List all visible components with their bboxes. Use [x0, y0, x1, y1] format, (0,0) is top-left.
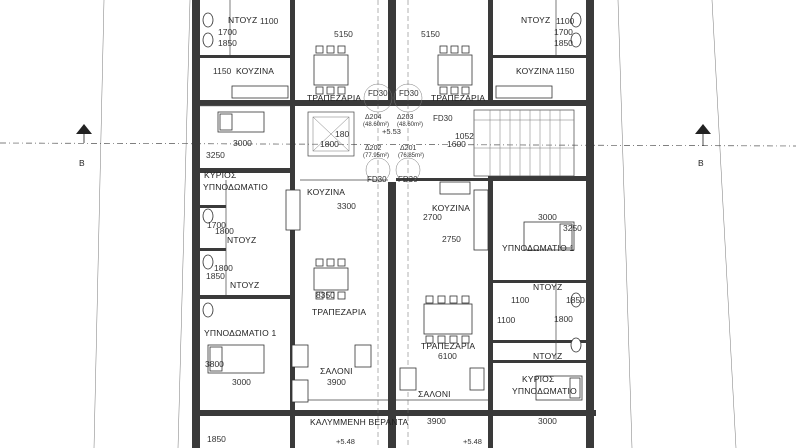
section-label-right: B	[698, 158, 704, 168]
dim-1052: 1052	[455, 131, 474, 141]
room-shower-top-left: ΝΤΟΥΖ	[228, 15, 257, 25]
room-dining-top-left: ΤΡΑΠΕΖΑΡΙΑ	[307, 93, 361, 103]
room-veranda: ΚΑΛΥΜΜΕΝΗ ΒΕΡΑΝΤΑ	[310, 417, 408, 427]
dim-1800-mid: 1800	[215, 226, 234, 236]
section-label-left: B	[79, 158, 85, 168]
room-master-bedroom-right-2: ΥΠΝΟΔΩΜΑΤΙΟ	[512, 386, 577, 396]
dim-8350: 8350	[316, 290, 335, 300]
apartment-202-code: Δ202	[365, 145, 381, 152]
dim-3000-right: 3000	[538, 212, 557, 222]
dining-table-mid-left	[313, 258, 349, 300]
room-bedroom-1-right: ΥΠΝΟΔΩΜΑΤΙΟ 1	[502, 243, 574, 253]
level-core: +5.53	[382, 127, 401, 136]
dim-3000-upper-left: 3000	[233, 138, 252, 148]
room-kitchen-top-left: ΚΟΥΖΙΝΑ	[236, 66, 274, 76]
dim-180: 180	[335, 129, 349, 139]
room-shower-top-right: ΝΤΟΥΖ	[521, 15, 550, 25]
dim-3900-right: 3900	[427, 416, 446, 426]
dim-1100-top: 1100	[260, 16, 279, 26]
room-kitchen-mid-right: ΚΟΥΖΙΝΑ	[432, 203, 470, 213]
dining-table-top-right	[437, 45, 473, 95]
door-tag-top-left: FD30	[368, 89, 388, 98]
dim-3000-lower-left: 3000	[232, 377, 251, 387]
room-living-left: ΣΑΛΟΝΙ	[320, 366, 353, 376]
door-tag-core-right: FD30	[433, 114, 453, 123]
room-dining-top-right: ΤΡΑΠΕΖΑΡΙΑ	[431, 93, 485, 103]
door-tag-top-right: FD30	[399, 89, 419, 98]
site-boundary-lines	[93, 0, 737, 448]
section-line-b: B B	[0, 124, 796, 168]
dim-6100: 6100	[438, 351, 457, 361]
dim-1850-top-right: 1850	[554, 38, 573, 48]
dim-1600: 1600	[447, 139, 466, 149]
dim-3900-left: 3900	[327, 377, 346, 387]
sofas	[291, 344, 485, 403]
dim-1700-top: 1700	[218, 27, 237, 37]
door-tags: FD30 FD30 FD30 FD30 FD30	[367, 89, 453, 184]
room-shower-right-upper: ΝΤΟΥΖ	[533, 282, 562, 292]
wc-fixtures	[202, 12, 582, 353]
room-master-bedroom-left-1: ΚΥΡΙΟΣ	[204, 170, 236, 180]
dim-1800: 1800	[320, 139, 339, 149]
dim-1850-top: 1850	[218, 38, 237, 48]
dim-5150-right: 5150	[421, 29, 440, 39]
room-shower-right-lower: ΝΤΟΥΖ	[533, 351, 562, 361]
circulation-core	[307, 0, 575, 448]
dim-1100-mid: 1100	[511, 295, 530, 305]
room-bedroom-1-left: ΥΠΝΟΔΩΜΑΤΙΟ 1	[204, 328, 276, 338]
apartment-203-area: (48.60m²)	[397, 122, 423, 128]
level-veranda-right: +5.48	[463, 437, 482, 446]
room-shower-mid-left: ΝΤΟΥΖ	[227, 235, 256, 245]
dim-1700-top-right: 1700	[554, 27, 573, 37]
room-dining-mid-left: ΤΡΑΠΕΖΑΡΙΑ	[312, 307, 366, 317]
dim-3000-lower-right: 3000	[538, 416, 557, 426]
dim-1150-right: 1150	[556, 66, 575, 76]
door-tag-bottom-left: FD30	[367, 175, 387, 184]
apartment-201-code: Δ201	[400, 145, 416, 152]
dim-2750: 2750	[442, 234, 461, 244]
dim-1850-right: 1850	[566, 295, 585, 305]
dim-1800-right: 1800	[554, 314, 573, 324]
dim-3250-left: 3250	[206, 150, 225, 160]
apartment-204-code: Δ204	[365, 114, 381, 121]
dim-3300: 3300	[337, 201, 356, 211]
dimension-labels: 1100 1100 1700 1700 5150 5150 1850 1850 …	[205, 16, 585, 446]
apartment-203-code: Δ203	[397, 114, 413, 121]
room-master-bedroom-left-2: ΥΠΝΟΔΩΜΑΤΙΟ	[203, 182, 268, 192]
dim-1850-mid: 1850	[206, 271, 225, 281]
dim-1800-lower: 1800	[214, 263, 233, 273]
dim-1700-mid: 1700	[207, 220, 226, 230]
kitchen-counters	[231, 85, 553, 251]
dim-2700: 2700	[423, 212, 442, 222]
apartment-204-area: (48.60m²)	[363, 122, 389, 128]
dim-1850-bottom: 1850	[207, 434, 226, 444]
room-dining-mid-right: ΤΡΑΠΕΖΑΡΙΑ	[421, 341, 475, 351]
room-shower-lower-left: ΝΤΟΥΖ	[230, 280, 259, 290]
dining-table-mid-right	[423, 295, 473, 344]
dining-table-top-left	[313, 45, 349, 95]
dim-3250-right: 3250	[563, 223, 582, 233]
level-veranda-left: +5.48	[336, 437, 355, 446]
room-living-right: ΣΑΛΟΝΙ	[418, 389, 451, 399]
apartment-tags: Δ204 (48.60m²) Δ203 (48.60m²) Δ202 (77.9…	[363, 114, 424, 159]
room-master-bedroom-right-1: ΚΥΡΙΟΣ	[522, 374, 554, 384]
dim-1100-top-right: 1100	[556, 16, 575, 26]
room-kitchen-top-right: ΚΟΥΖΙΝΑ	[516, 66, 554, 76]
room-labels: ΝΤΟΥΖ ΝΤΟΥΖ ΚΟΥΖΙΝΑ ΚΟΥΖΙΝΑ ΤΡΑΠΕΖΑΡΙΑ Τ…	[203, 15, 577, 427]
dim-5150-left: 5150	[334, 29, 353, 39]
section-arrow-left-icon	[76, 124, 92, 134]
room-kitchen-mid-left: ΚΟΥΖΙΝΑ	[307, 187, 345, 197]
beds	[207, 111, 583, 401]
dim-1150-left: 1150	[213, 66, 232, 76]
section-arrow-right-icon	[695, 124, 711, 134]
door-tag-bottom-right: FD30	[398, 175, 418, 184]
apartment-201-area: (76.85m²)	[398, 153, 424, 159]
dim-1100-lower: 1100	[497, 315, 516, 325]
dim-3800: 3800	[205, 359, 224, 369]
apartment-202-area: (77.95m²)	[363, 153, 389, 159]
partition-lines	[200, 0, 557, 401]
